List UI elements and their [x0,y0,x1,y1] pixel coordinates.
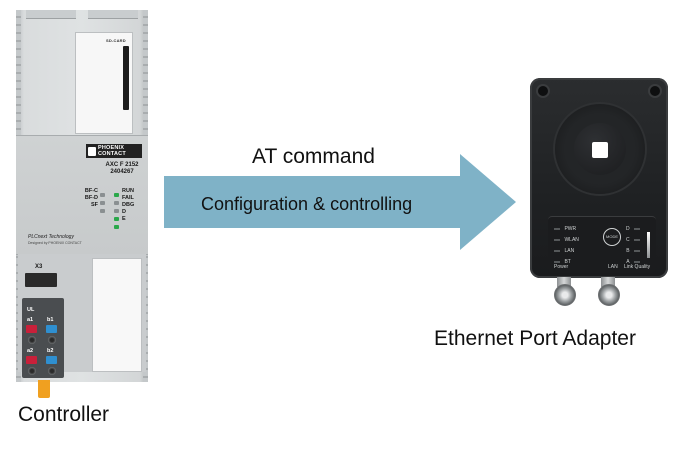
terminal-screw [48,336,56,344]
terminal-screw [48,367,56,375]
plcnext-brand-sub: Designed by PHOENIX CONTACT [28,241,82,245]
adapter-status-panel [548,216,656,273]
label-lan: LAN [608,264,618,270]
terminal-label-a2: a2 [27,348,34,354]
terminal-label-b2: b2 [47,348,54,354]
led-label-bf-c: BF-C [84,188,98,194]
model-name: AXC F 2152 [105,162,139,168]
lan-port-stem [601,277,615,287]
adapter-caption: Ethernet Port Adapter [434,327,636,350]
quality-b: B [626,248,630,254]
led-column-left [100,189,105,213]
led-label-bf-d: BF-D [84,195,98,201]
led-label-fail: FAIL [122,195,134,201]
din-rail-latch [38,380,50,398]
terminal-screw [28,367,36,375]
terminal-blue [46,356,57,364]
sd-card-slot [123,46,129,110]
led-label-dbg: DBG [122,202,135,208]
status-bt: BT [564,259,571,265]
plcnext-brand-line: PLCnext Technology [28,234,74,240]
led-indicator [100,201,105,205]
controller-device: SD-CARD PHOENIX CONTACT AXC F 2152 24042… [16,10,148,382]
controller-caption: Controller [18,403,110,426]
status-led [554,239,560,241]
led-label-d: D [122,209,126,215]
model-label: AXC F 2152 2404267 [102,162,142,176]
mount-hole [648,84,662,98]
connector-slot [25,273,57,287]
led-indicator [114,225,119,229]
status-led [634,261,641,263]
led-indicator [114,201,119,205]
terminal-label-a1: a1 [27,317,34,323]
terminal-blue [46,325,57,333]
led-labels-right: RUN FAIL DBG D E [122,188,134,223]
status-led [634,228,641,230]
power-connector [554,284,576,306]
model-number: 2404267 [110,169,134,175]
adapter-status-left: PWR WLAN LAN BT [554,222,579,266]
logo-emblem-icon [88,146,96,156]
status-led [634,250,641,252]
led-indicator [114,193,119,197]
status-led [634,239,641,241]
led-indicator [114,217,119,221]
led-label-e: E [122,216,126,222]
arrow-shape [164,154,516,250]
status-wlan: WLAN [564,237,579,243]
led-labels-left: BF-C BF-D SF [76,188,98,209]
power-port-stem [557,277,571,287]
label-power: Power [554,264,569,270]
terminal-screw [28,336,36,344]
status-led [554,261,560,263]
controller-top-notch [88,10,138,19]
phoenix-emblem-icon [592,142,608,158]
led-indicator [100,209,105,213]
quality-d: D [626,226,630,232]
status-led [554,250,560,252]
adapter-status-right: D C B A [626,222,641,266]
led-column-right [114,189,119,229]
controller-top-notch [26,10,76,19]
sd-card-label: SD-CARD [106,38,126,43]
led-label-run: RUN [122,188,134,194]
flow-arrow [164,154,516,250]
led-label-sf: SF [90,202,98,208]
lan-connector [598,284,620,306]
ethernet-port-adapter: PWR WLAN LAN BT MODE D C B A Power LAN L… [530,78,668,278]
quality-c: C [626,237,630,243]
logo-text: PHOENIX CONTACT [98,145,126,157]
lower-window [92,258,142,372]
terminal-red [26,325,37,333]
quality-a: A [626,259,630,265]
led-indicator [100,193,105,197]
connector-label-x3: X3 [35,264,43,270]
mode-button[interactable]: MODE [603,228,621,246]
arrow-title: AT command [252,145,375,168]
arrow-subtitle: Configuration & controlling [201,194,413,214]
status-lan: LAN [564,248,575,254]
led-indicator [114,209,119,213]
label-link-quality: Link Quality [624,264,651,270]
terminal-label-ul: UL [27,307,35,313]
link-quality-bar [647,232,650,258]
terminal-red [26,356,37,364]
mount-hole [536,84,550,98]
phoenix-contact-logo: PHOENIX CONTACT [86,144,142,158]
terminal-label-b1: b1 [47,317,54,323]
status-led [554,228,560,230]
status-pwr: PWR [564,226,577,232]
